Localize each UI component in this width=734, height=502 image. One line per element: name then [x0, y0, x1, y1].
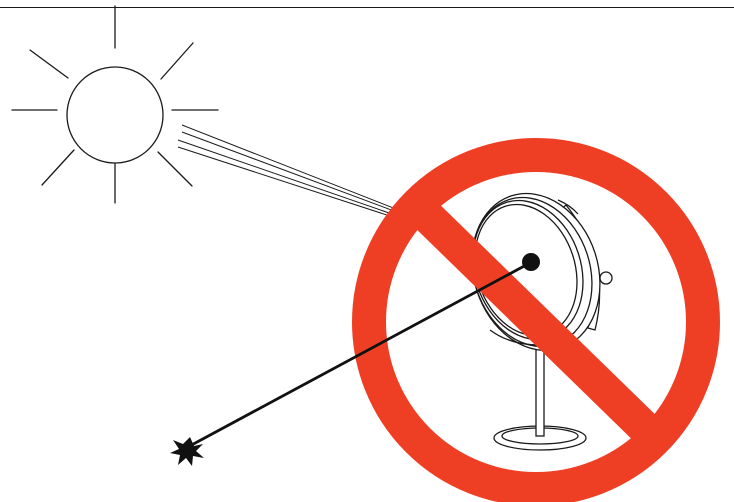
sun-icon	[12, 6, 218, 203]
focus-point-icon	[522, 253, 540, 271]
